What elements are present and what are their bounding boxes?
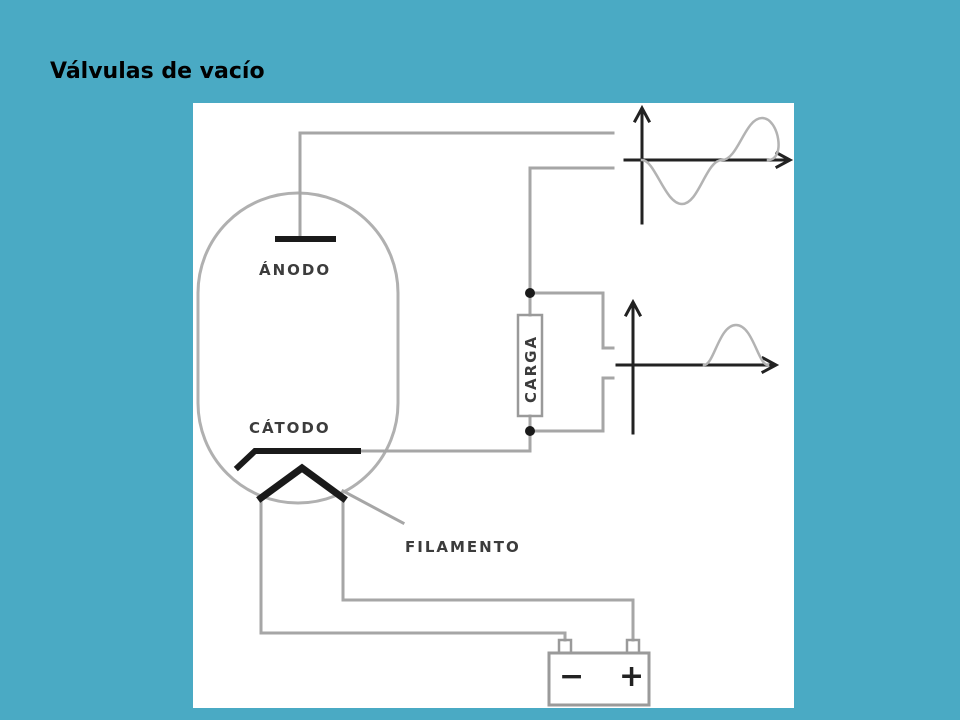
cathode-electrode: [233, 448, 361, 472]
vacuum-tube-diagram: ÁNODO CÁTODO FILAMENTO CARGA − +: [193, 103, 794, 708]
cathode-label: CÁTODO: [249, 418, 331, 437]
battery-negative-sign: −: [559, 659, 584, 694]
cathode-wire: [356, 429, 532, 453]
diagram-canvas: ÁNODO CÁTODO FILAMENTO CARGA − +: [196, 104, 794, 707]
battery-positive-sign: +: [619, 659, 644, 694]
slide-title: Válvulas de vacío: [50, 59, 265, 84]
load-top-junction: [525, 288, 535, 298]
battery: [547, 651, 651, 707]
load-label: CARGA: [522, 335, 540, 403]
filament-label: FILAMENTO: [405, 538, 521, 556]
input-sine-wave: [640, 116, 780, 206]
output-lower-tap: [528, 376, 605, 433]
battery-negative-terminal: [557, 638, 573, 655]
filament-electrode: [256, 463, 348, 503]
anode-label: ÁNODO: [259, 260, 331, 279]
load-resistor: [516, 313, 544, 418]
load-bottom-junction: [525, 426, 535, 436]
anode-wire: [298, 131, 615, 240]
output-wave-x-arrow: [760, 355, 780, 375]
output-half-wave: [702, 323, 770, 367]
output-upper-tap: [528, 291, 605, 350]
battery-positive-terminal: [625, 638, 641, 655]
filament-negative-wire: [259, 501, 567, 642]
input-wave-y-arrow: [632, 104, 652, 124]
input-wave-x-arrow: [774, 150, 794, 170]
output-wave-y-arrow: [623, 298, 643, 318]
tube-envelope: [196, 191, 400, 505]
top-load-wire: [528, 166, 615, 295]
filament-label-leader: [340, 488, 406, 526]
filament-positive-wire: [341, 501, 635, 642]
